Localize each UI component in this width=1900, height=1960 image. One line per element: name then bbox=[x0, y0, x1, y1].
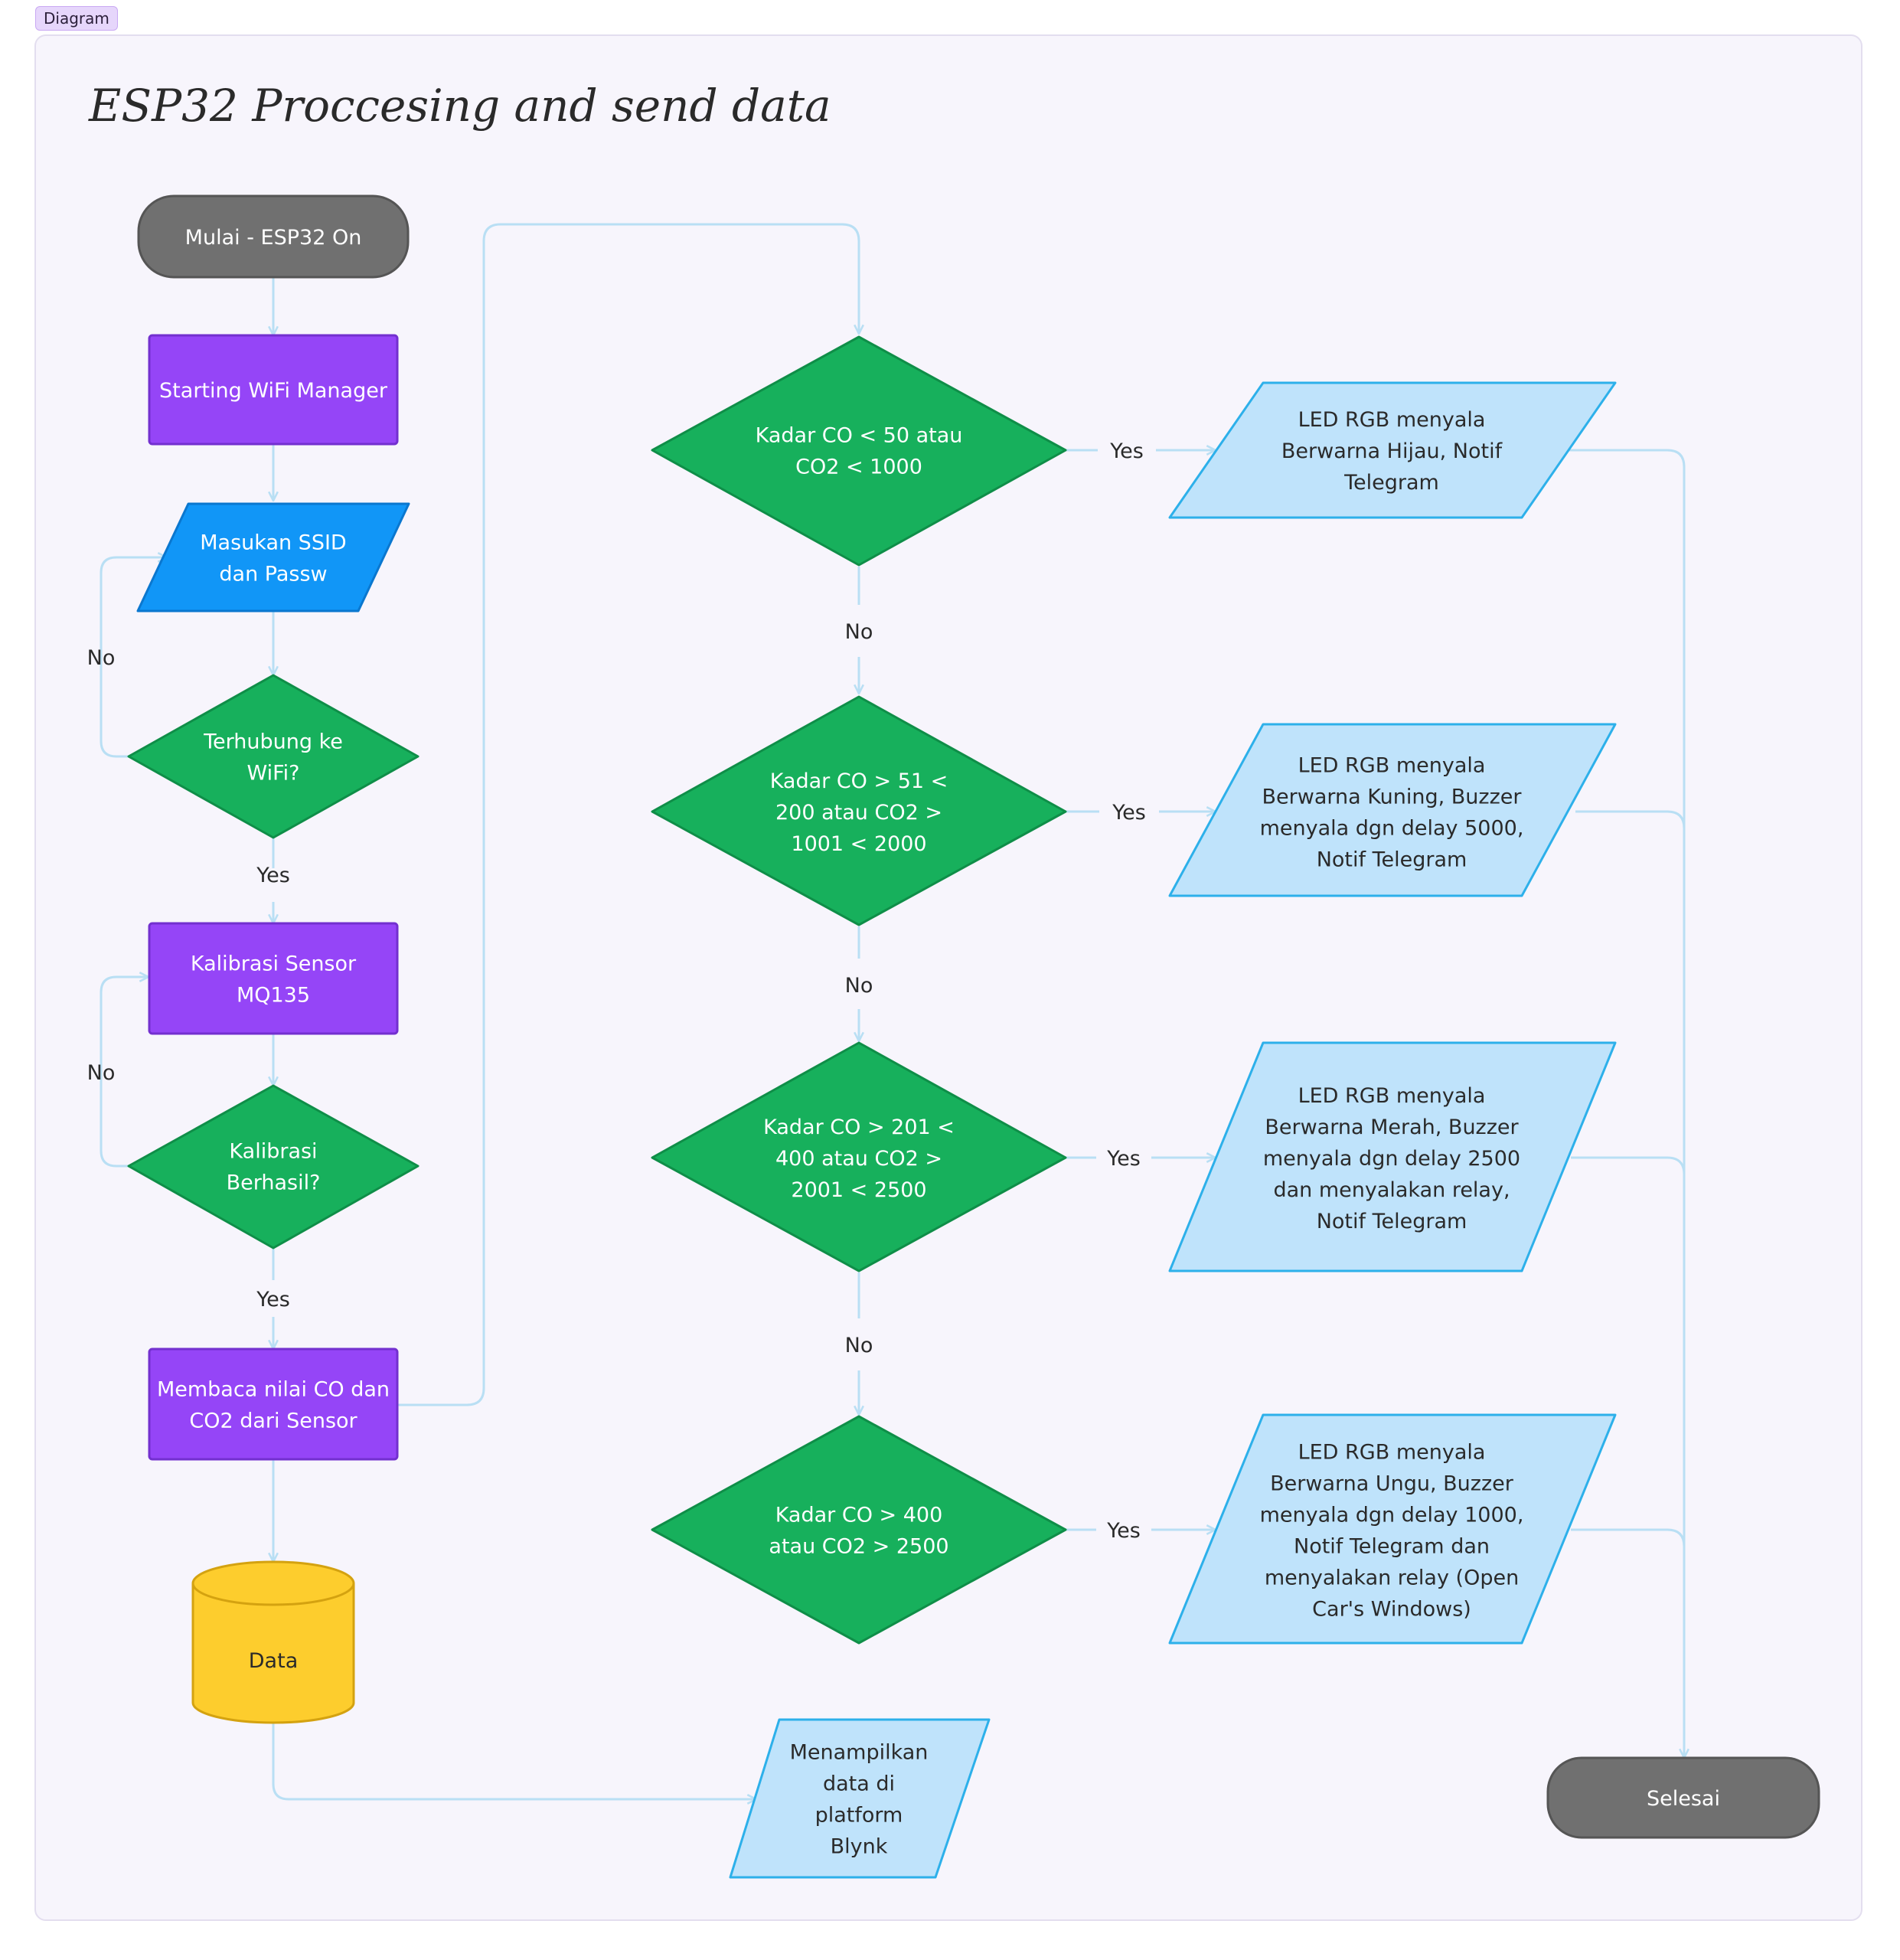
edge-calib-no-loop bbox=[100, 977, 149, 1168]
edge-db-blynk bbox=[272, 1723, 756, 1799]
edge-out1-end bbox=[1569, 449, 1684, 1758]
wifi-yes-label: Yes bbox=[256, 864, 290, 887]
cond2-node: Kadar CO > 51 <200 atau CO2 >1001 < 2000 bbox=[651, 695, 1067, 926]
start-node: Mulai - ESP32 On bbox=[137, 194, 410, 279]
wifi-no-label: No bbox=[87, 646, 116, 670]
calib-no-label: No bbox=[87, 1061, 116, 1085]
end-node: Selesai bbox=[1546, 1756, 1820, 1839]
edge-out4-end bbox=[1571, 1528, 1686, 1547]
calib-yes-label: Yes bbox=[256, 1288, 290, 1312]
c3-yes-label: Yes bbox=[1106, 1147, 1141, 1171]
cond2-text: Kadar CO > 51 <200 atau CO2 >1001 < 2000 bbox=[770, 769, 948, 856]
edge-read-cond1 bbox=[398, 223, 859, 1406]
connectors bbox=[100, 223, 1686, 1799]
database-text: Data bbox=[249, 1649, 298, 1673]
c1-no-label: No bbox=[845, 620, 873, 644]
start-node-text: Mulai - ESP32 On bbox=[185, 226, 362, 250]
edge-out3-end bbox=[1571, 1156, 1686, 1175]
edge-wifi-no-loop bbox=[100, 557, 167, 758]
c1-yes-label: Yes bbox=[1109, 439, 1144, 463]
diagram-badge: Diagram bbox=[35, 6, 118, 31]
cond3-text: Kadar CO > 201 <400 atau CO2 >2001 < 250… bbox=[763, 1116, 955, 1202]
edge-out2-end bbox=[1575, 810, 1686, 829]
c3-no-label: No bbox=[845, 1334, 873, 1357]
end-node-text: Selesai bbox=[1647, 1787, 1720, 1811]
c2-no-label: No bbox=[845, 974, 873, 998]
wifi-manager-node: Starting WiFi Manager bbox=[148, 334, 399, 446]
edge-labels: No Yes No Yes Yes No Yes No Yes No Yes bbox=[87, 439, 1146, 1543]
c2-yes-label: Yes bbox=[1112, 801, 1146, 825]
cond3-node: Kadar CO > 201 <400 atau CO2 >2001 < 250… bbox=[651, 1041, 1067, 1272]
wifi-manager-text: Starting WiFi Manager bbox=[159, 379, 388, 403]
c4-yes-label: Yes bbox=[1106, 1519, 1141, 1543]
diagram-title: ESP32 Proccesing and send data bbox=[88, 80, 831, 132]
database-node: Data bbox=[191, 1560, 355, 1724]
